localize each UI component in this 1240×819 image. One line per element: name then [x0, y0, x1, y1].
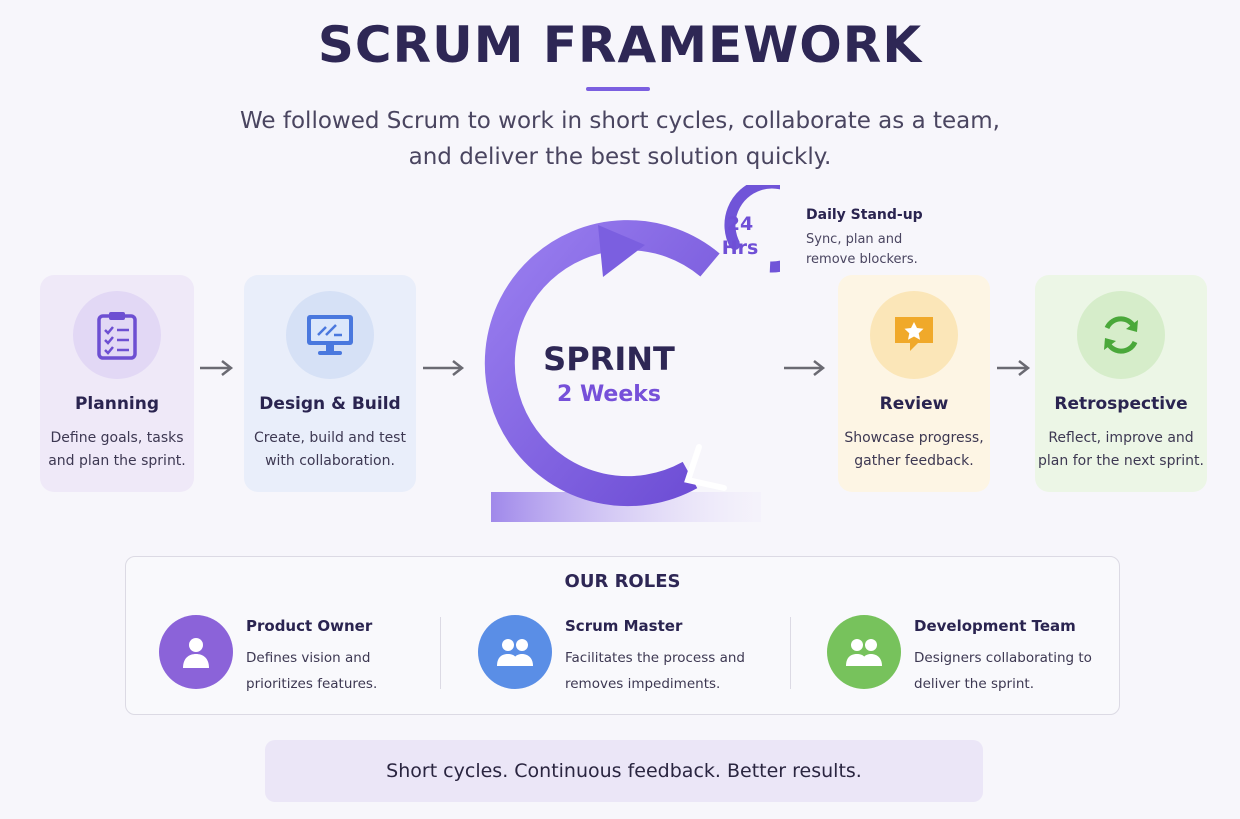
monitor-design-icon	[286, 291, 374, 379]
team-icon	[827, 615, 901, 689]
stage-desc-line: and plan the sprint.	[48, 453, 186, 469]
stage-desc-line: gather feedback.	[854, 453, 974, 469]
sprint-cycle-ring	[484, 185, 780, 522]
page-title: SCRUM FRAMEWORK	[317, 16, 923, 74]
standup-desc-line: remove blockers.	[806, 252, 918, 267]
role-product-owner: Product Owner Defines vision and priorit…	[159, 615, 439, 695]
daily-cycle-hours: 24	[726, 213, 754, 235]
person-icon	[159, 615, 233, 689]
role-scrum-master: Scrum Master Facilitates the process and…	[478, 615, 768, 695]
stage-desc-line: Create, build and test	[254, 430, 406, 446]
stage-description: Define goals, tasks and plan the sprint.	[40, 427, 194, 473]
title-underline	[586, 87, 650, 91]
stage-title: Design & Build	[259, 394, 401, 414]
daily-cycle-unit: Hrs	[721, 237, 759, 259]
tagline-banner: Short cycles. Continuous feedback. Bette…	[265, 740, 983, 802]
stage-description: Reflect, improve and plan for the next s…	[1035, 427, 1207, 473]
flow-arrow	[997, 360, 1031, 376]
role-description: Designers collaborating to deliver the s…	[914, 645, 1104, 697]
sprint-duration: 2 Weeks	[556, 382, 662, 407]
stage-desc-line: plan for the next sprint.	[1038, 453, 1204, 469]
stage-title: Retrospective	[1054, 394, 1188, 414]
stage-title: Review	[879, 394, 949, 414]
role-name: Development Team	[914, 617, 1076, 635]
page-subtitle: We followed Scrum to work in short cycle…	[0, 103, 1240, 175]
flow-arrow	[423, 360, 465, 376]
stage-card-design-build: Design & Build Create, build and test wi…	[244, 275, 416, 492]
role-name: Scrum Master	[565, 617, 683, 635]
stage-card-review: Review Showcase progress, gather feedbac…	[838, 275, 990, 492]
stage-desc-line: Define goals, tasks	[50, 430, 184, 446]
standup-title: Daily Stand-up	[806, 207, 923, 223]
stage-desc-line: Showcase progress,	[844, 430, 984, 446]
standup-description: Sync, plan and remove blockers.	[806, 230, 956, 270]
role-desc-line: Designers collaborating to	[914, 650, 1092, 666]
two-people-icon	[478, 615, 552, 689]
role-name: Product Owner	[246, 617, 373, 635]
role-description: Facilitates the process and removes impe…	[565, 645, 765, 697]
stage-desc-line: Reflect, improve and	[1048, 430, 1194, 446]
sprint-title: SPRINT	[543, 340, 675, 378]
subtitle-line-2: and deliver the best solution quickly.	[408, 144, 832, 170]
stage-desc-line: with collaboration.	[265, 453, 395, 469]
role-desc-line: prioritizes features.	[246, 676, 378, 692]
stage-card-retrospective: Retrospective Reflect, improve and plan …	[1035, 275, 1207, 492]
role-desc-line: Facilitates the process and	[565, 650, 745, 666]
role-development-team: Development Team Designers collaborating…	[827, 615, 1107, 695]
role-divider	[790, 617, 791, 689]
refresh-cycle-icon	[1077, 291, 1165, 379]
stage-card-planning: Planning Define goals, tasks and plan th…	[40, 275, 194, 492]
stage-title: Planning	[74, 394, 160, 414]
role-divider	[440, 617, 441, 689]
subtitle-line-1: We followed Scrum to work in short cycle…	[240, 108, 1000, 134]
roles-title: OUR ROLES	[564, 571, 681, 592]
standup-desc-line: Sync, plan and	[806, 232, 903, 247]
flow-arrow	[200, 360, 234, 376]
stage-description: Create, build and test with collaboratio…	[244, 427, 416, 473]
flow-arrow	[784, 360, 826, 376]
role-desc-line: Defines vision and	[246, 650, 371, 666]
stage-description: Showcase progress, gather feedback.	[838, 427, 990, 473]
role-desc-line: removes impediments.	[565, 676, 721, 692]
roles-panel: OUR ROLES Product Owner Defines vision a…	[125, 556, 1120, 715]
role-desc-line: deliver the sprint.	[914, 676, 1035, 692]
role-description: Defines vision and prioritizes features.	[246, 645, 436, 697]
clipboard-checklist-icon	[73, 291, 161, 379]
daily-cycle-label: 24 Hrs	[707, 212, 773, 260]
star-speech-bubble-icon	[870, 291, 958, 379]
